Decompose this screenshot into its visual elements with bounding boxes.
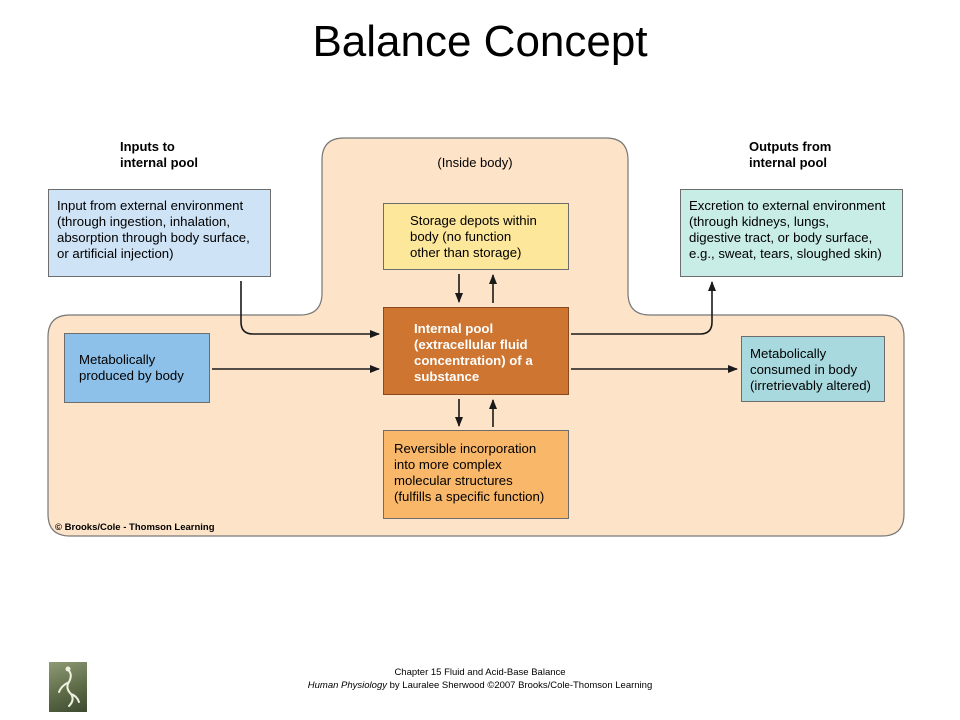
outputs-heading-line: internal pool [749,155,827,170]
box-line: molecular structures [394,473,513,488]
inputs-heading: Inputs to internal pool [120,139,198,171]
slide-title: Balance Concept [312,17,648,66]
footer-citation-rest: by Lauralee Sherwood ©2007 Brooks/Cole-T… [386,680,653,691]
box-line: or artificial injection) [57,246,174,261]
box-line: other than storage) [410,245,522,260]
box-line: (through kidneys, lungs, [689,214,830,229]
outputs-heading-line: Outputs from [749,139,832,154]
inside-body-label: (Inside body) [437,155,513,170]
box-line: Metabolically [79,352,156,367]
book-cover-logo [49,662,87,712]
box-line: Reversible incorporation [394,441,537,456]
excretion-box: Excretion to external environment (throu… [680,189,903,277]
outputs-heading: Outputs from internal pool [749,139,831,171]
box-line: Input from external environment [57,198,244,213]
box-line: Storage depots within [410,213,537,228]
footer: Chapter 15 Fluid and Acid-Base Balance H… [0,666,960,692]
storage-depots-box: Storage depots within body (no function … [383,203,569,270]
box-line: (fulfills a specific function) [394,489,545,504]
arrow-pool-to-excretion [571,281,716,335]
box-line: into more complex [394,457,502,472]
metabolically-produced-box: Metabolically produced by body [64,333,210,403]
arrow-input-to-pool [240,281,380,338]
box-line: (irretrievably altered) [750,378,871,393]
metabolically-consumed-box: Metabolically consumed in body (irretrie… [741,336,885,402]
footer-chapter: Chapter 15 Fluid and Acid-Base Balance [394,667,566,678]
inputs-heading-line: Inputs to [120,139,175,154]
box-line: Metabolically [750,346,827,361]
inputs-heading-line: internal pool [120,155,198,170]
reversible-incorporation-box: Reversible incorporation into more compl… [383,430,569,519]
internal-pool-box: Internal pool (extracellular fluid conce… [383,307,569,395]
input-external-box: Input from external environment (through… [48,189,271,277]
box-line: digestive tract, or body surface, [689,230,873,245]
box-line: produced by body [79,368,184,383]
box-line: consumed in body [750,362,858,377]
box-line: body (no function [410,229,512,244]
footer-book-title: Human Physiology [307,680,387,691]
box-line: Excretion to external environment [689,198,886,213]
copyright-notice: © Brooks/Cole - Thomson Learning [55,522,215,533]
box-line: (extracellular fluid [414,337,528,352]
box-line: substance [414,369,480,384]
box-line: Internal pool [414,321,494,336]
figure-icon [58,666,80,707]
footer-citation: Human Physiology by Lauralee Sherwood ©2… [0,679,960,692]
box-line: e.g., sweat, tears, sloughed skin) [689,246,882,261]
box-line: (through ingestion, inhalation, [57,214,231,229]
box-line: absorption through body surface, [57,230,250,245]
box-line: concentration) of a [414,353,533,368]
